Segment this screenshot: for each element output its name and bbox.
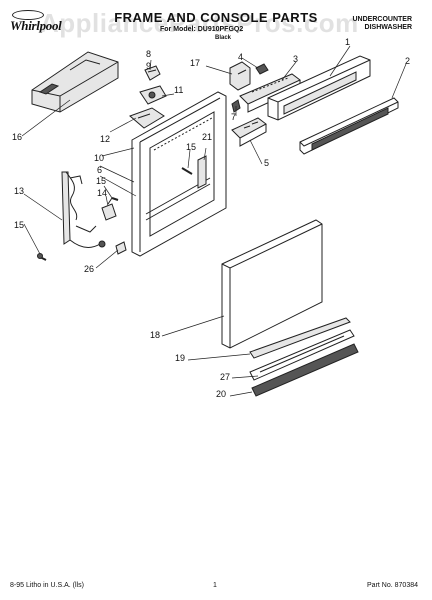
part-20-drawing xyxy=(251,343,359,397)
callout-8: 8 xyxy=(146,49,152,59)
litho-note: 8-95 Litho in U.S.A. (lls) xyxy=(10,582,84,589)
color-label: Black xyxy=(215,35,232,41)
part-1-console-drawing xyxy=(267,55,371,121)
part-13-drawing xyxy=(61,171,106,248)
part-5-drawing xyxy=(231,117,267,147)
callout-7: 7 xyxy=(231,112,237,122)
brand-logo-mark xyxy=(12,10,44,20)
callout-1: 1 xyxy=(345,37,351,47)
part-17-drawing xyxy=(229,61,251,91)
callout-16: 16 xyxy=(12,132,23,142)
callout-9: 9 xyxy=(146,61,152,71)
part-21-drawing xyxy=(197,155,207,189)
part-11-drawing xyxy=(139,85,167,105)
callout-6: 6 xyxy=(97,165,103,175)
page-title: FRAME AND CONSOLE PARTS xyxy=(114,10,318,25)
part-16-drawing xyxy=(31,51,119,113)
part-15-screw-drawing xyxy=(181,167,193,175)
callout-12: 12 xyxy=(100,134,111,144)
callout-20: 20 xyxy=(216,389,227,399)
callout-15-a: 15 xyxy=(96,176,107,186)
product-line-1: UNDERCOUNTER xyxy=(352,16,413,23)
callout-11: 11 xyxy=(174,85,184,95)
product-type: UNDERCOUNTER DISHWASHER xyxy=(353,16,413,32)
callout-15-b: 15 xyxy=(186,142,197,152)
callout-4: 4 xyxy=(238,52,244,62)
callout-13: 13 xyxy=(14,186,25,196)
part-9-drawing xyxy=(144,65,161,81)
part-19-drawing xyxy=(249,317,351,359)
part-27-drawing xyxy=(249,329,355,381)
part-26-drawing xyxy=(115,241,127,255)
part-14-drawing xyxy=(101,197,117,221)
leader-lines xyxy=(21,45,407,397)
callout-10: 10 xyxy=(94,153,105,163)
callout-15-c: 15 xyxy=(14,220,25,230)
callout-18: 18 xyxy=(150,330,161,340)
callout-17: 17 xyxy=(190,58,201,68)
part-15-screws-drawing xyxy=(37,197,119,261)
part-2-trim-drawing xyxy=(299,97,399,155)
callout-2: 2 xyxy=(405,56,411,66)
brand-logo: Whirlpool xyxy=(10,18,62,33)
callout-19: 19 xyxy=(175,353,186,363)
model-number: For Model: DU910PFGQ2 xyxy=(160,26,244,33)
callout-3: 3 xyxy=(293,54,299,64)
callout-21: 21 xyxy=(202,132,213,142)
part-4-drawing xyxy=(255,63,269,75)
part-12-drawing xyxy=(129,107,165,129)
watermark: AppliancePartsPros.com xyxy=(40,8,359,38)
part-number: Part No. 870384 xyxy=(367,582,418,589)
product-line-2: DISHWASHER xyxy=(364,24,412,31)
part-10-frame-drawing xyxy=(131,91,227,257)
callout-27: 27 xyxy=(220,372,231,382)
page-number: 1 xyxy=(213,582,217,589)
part-18-panel-drawing xyxy=(221,219,323,349)
callout-26: 26 xyxy=(84,264,95,274)
callout-14: 14 xyxy=(97,188,108,198)
callout-5: 5 xyxy=(264,158,270,168)
